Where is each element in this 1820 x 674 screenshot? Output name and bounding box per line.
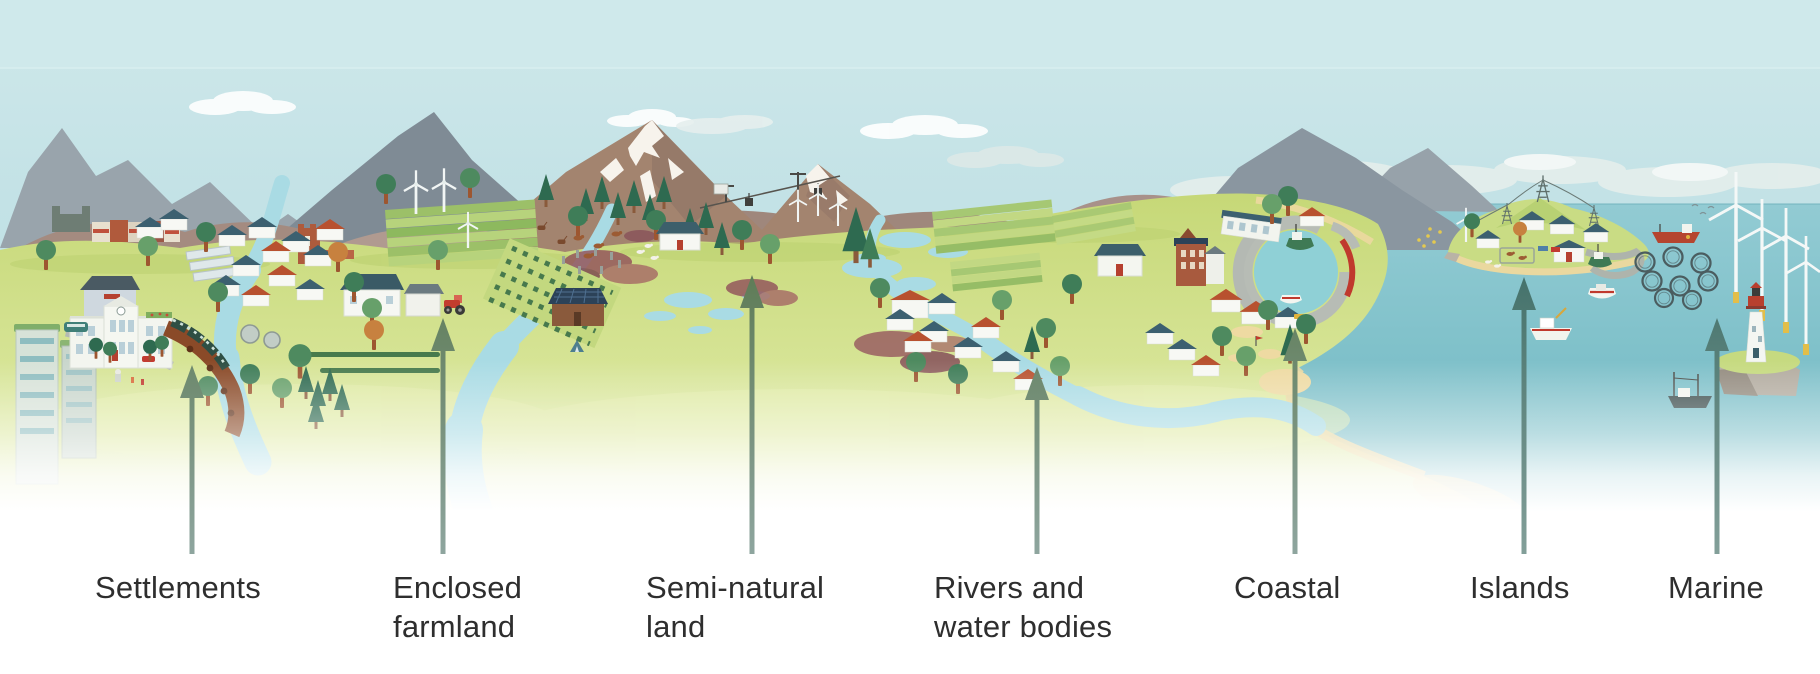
islands-area: [1417, 174, 1649, 279]
label-rivers-and-water-bodies: Rivers and water bodies: [934, 570, 1113, 644]
fade-to-white: [0, 360, 1820, 570]
label-arrows: [180, 275, 1729, 554]
tractor: [444, 295, 465, 315]
greenhouses: [185, 245, 239, 282]
arrow-rivers-and-water-bodies: [1025, 367, 1049, 554]
cable-car: [699, 172, 841, 209]
visitor-lodge: [656, 222, 704, 251]
distillery: [1174, 228, 1226, 286]
island-pier: [1584, 244, 1645, 279]
island-houses: [1474, 210, 1610, 263]
cargo-boat: [1652, 224, 1700, 243]
label-marine: Marine: [1668, 570, 1764, 605]
stock-pen: [1485, 247, 1535, 268]
kelp-buoys: [1417, 227, 1442, 248]
harbour-boats: [1280, 224, 1314, 319]
hillside-fields: [1052, 202, 1136, 246]
small-boat: [1588, 284, 1616, 299]
fishing-boat: [1588, 257, 1612, 268]
solar-lodge: [548, 288, 608, 326]
rivers-area: [870, 199, 1146, 394]
label-islands: Islands: [1470, 570, 1570, 605]
monument: [112, 350, 118, 361]
semi-natural-area: [537, 176, 880, 352]
arrow-enclosed-farmland: [431, 318, 455, 554]
label-coastal: Coastal: [1234, 570, 1341, 605]
castle: [52, 206, 90, 232]
arrow-marine: [1705, 318, 1729, 554]
mountain-hut: [713, 183, 729, 195]
farm-steading: [1094, 244, 1146, 277]
riverside-houses: [884, 290, 1044, 391]
coastal-area: [1052, 186, 1361, 377]
tent: [570, 340, 584, 352]
workboat: [1530, 307, 1572, 340]
crops-2: [950, 252, 1043, 292]
arrow-coastal: [1283, 328, 1307, 554]
arrow-semi-natural-land: [740, 275, 764, 554]
label-settlements: Settlements: [95, 570, 261, 605]
harbour-buildings: [1174, 206, 1326, 329]
stone-circle: [562, 248, 621, 274]
clock: [116, 306, 126, 316]
water-treatment-ponds: [240, 324, 281, 349]
crop-fields: [385, 199, 539, 267]
red-pier-wall: [1339, 238, 1356, 298]
arrow-islands: [1512, 277, 1536, 554]
label-semi-natural-land: Semi-natural land: [646, 570, 825, 644]
arrow-settlements: [180, 365, 204, 554]
deer: [537, 221, 568, 244]
gulls: [1691, 203, 1715, 215]
crops: [932, 199, 1056, 254]
label-enclosed-farmland: Enclosed farmland: [393, 570, 523, 644]
